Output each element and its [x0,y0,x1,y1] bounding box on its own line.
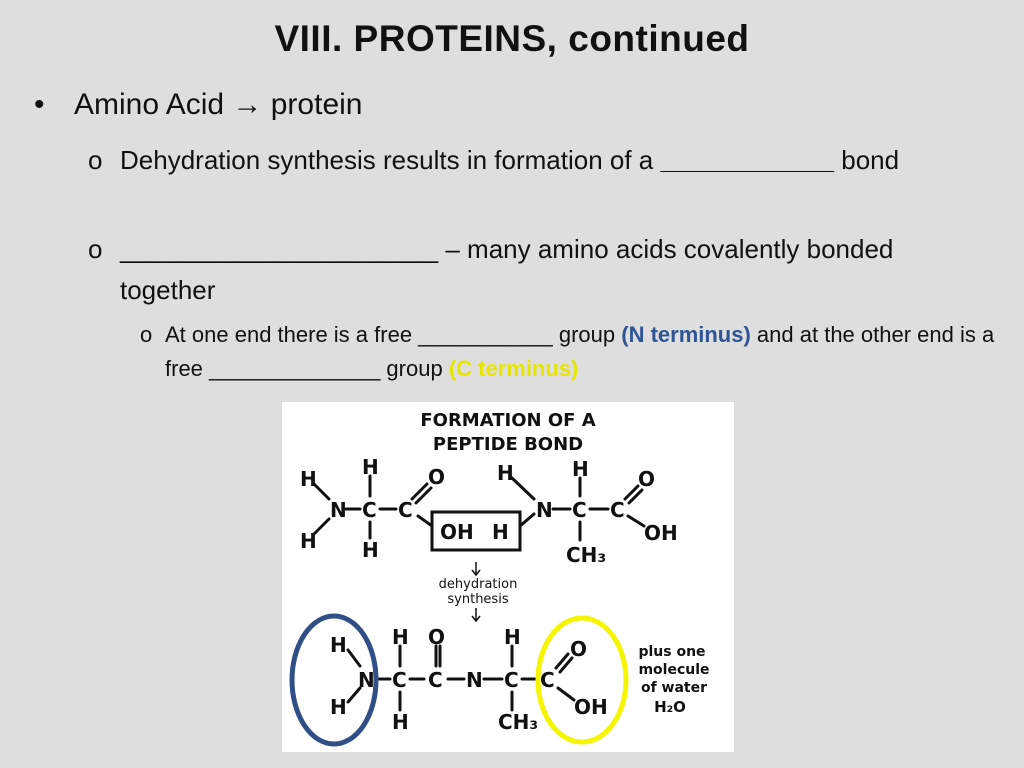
atom-o: O [570,637,587,661]
atom-n: N [358,668,375,692]
sub-sub-bullet-marker: o [140,322,153,347]
slide-title: VIII. PROTEINS, continued [274,18,750,59]
atom-h: H [392,710,409,734]
figure-heading-line1: FORMATION OF A [420,410,595,431]
bullet-amino-acid: • Amino Acid → protein [34,88,362,122]
atom-c: C [540,668,555,692]
fill-in-blank: ____________ [660,145,835,175]
water-formula: H₂O [654,698,686,716]
atom-c: C [428,668,443,692]
termini-text-part1: At one end there is a free ___________ g… [165,322,622,347]
atom-oh: OH [644,521,678,545]
sub-text-after: bond [834,145,900,175]
n-terminus-circle [289,613,379,747]
sub-text-before: Dehydration synthesis results in formati… [120,145,661,175]
atom-ch3: CH₃ [498,710,538,734]
figure-heading-line2: PEPTIDE BOND [433,434,583,455]
atom-h: H [572,457,589,481]
water-note-line1: plus one [638,644,705,660]
atom-n: N [466,668,483,692]
dehydration-label-line2: synthesis [447,592,508,607]
n-terminus-label: (N terminus) [621,322,751,347]
atom-c: C [362,498,377,522]
atom-h: H [300,529,317,553]
sub-bullet-marker: o [88,145,103,175]
atom-c: C [392,668,407,692]
fill-in-blank: ______________________ [120,234,439,264]
c-terminus-circle [535,615,629,745]
bullet-text: Amino Acid → protein [74,88,363,121]
top-bonds [312,474,646,542]
c-terminus-label: (C terminus) [448,356,579,381]
atom-c: C [572,498,587,522]
atom-h: H [300,467,317,491]
atom-c: C [398,498,413,522]
dehydration-label-line1: dehydration [439,577,518,592]
atom-o: O [428,465,445,489]
atom-n: N [330,498,347,522]
peptide-bond-diagram: FORMATION OF A PEPTIDE BOND [289,410,710,747]
atom-o: O [428,625,445,649]
atom-oh: OH [574,695,608,719]
peptide-bond-figure: FORMATION OF A PEPTIDE BOND [282,402,734,752]
atom-h: H [504,625,521,649]
atom-h: H [330,695,347,719]
water-note-line2: molecule [638,662,709,678]
reaction-arrow-top [471,562,481,577]
sub-sub-bullet-text: At one end there is a free ___________ g… [165,318,995,386]
atom-h: H [492,520,509,544]
atom-h: H [362,538,379,562]
reaction-arrow-bottom [471,608,481,623]
sub-text-after: – many amino acids covalently bonded tog… [120,234,894,305]
atom-ch3: CH₃ [566,543,606,567]
water-note-line3: of water [641,680,707,696]
atom-h: H [392,625,409,649]
atom-c: C [610,498,625,522]
sub-bullet-text: Dehydration synthesis results in formati… [120,140,990,181]
sub-bullet-marker: o [88,234,103,264]
atom-c: C [504,668,519,692]
bottom-bonds [346,644,576,712]
termini-text-part2: and at the other end is a free _________… [165,322,995,381]
atom-h: H [330,633,347,657]
atom-h: H [362,455,379,479]
atom-n: N [536,498,553,522]
atom-h: H [497,461,514,485]
sub-bullet-text: ______________________ – many amino acid… [120,229,990,311]
atom-oh: OH [440,520,474,544]
water-removal-box [430,510,522,552]
bullet-marker: • [34,88,45,121]
atom-o: O [638,467,655,491]
